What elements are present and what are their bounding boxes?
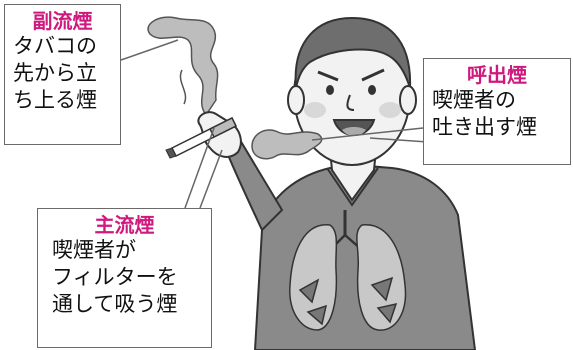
sidestream-title: 副流煙	[32, 9, 93, 33]
sidestream-smoke	[147, 16, 219, 117]
mainstream-smoke-label: 主流煙 喫煙者が フィルターを 通して吸う煙	[37, 208, 212, 348]
right-eyebrow	[361, 68, 385, 82]
sidestream-leader-line	[120, 39, 179, 61]
right-ear	[399, 85, 417, 115]
nose	[346, 94, 355, 111]
left-eyebrow	[317, 70, 339, 82]
sidestream-smoke-wisp	[179, 69, 187, 105]
mainstream-leader-line-2	[199, 149, 223, 209]
exhaled-leader-line-1	[311, 127, 424, 141]
exhaled-smoke-label: 呼出煙 喫煙者の 吐き出す煙	[423, 58, 571, 165]
mainstream-desc-line-1: 喫煙者が	[52, 238, 136, 262]
right-eye	[368, 85, 376, 95]
left-eye	[326, 85, 334, 95]
mainstream-title: 主流煙	[94, 213, 155, 237]
collar	[326, 167, 379, 207]
exhaled-desc-line-1: 喫煙者の	[432, 88, 516, 112]
cigarette	[165, 116, 238, 159]
sidestream-desc-line-3: ち上る煙	[13, 88, 97, 112]
right-cheek	[379, 102, 401, 118]
tongue	[342, 127, 366, 136]
exhaled-smoke	[251, 129, 323, 160]
mainstream-desc-line-3: 通して吸う煙	[52, 292, 178, 316]
sidestream-desc-line-1: タバコの	[13, 34, 97, 58]
exhaled-title: 呼出煙	[467, 63, 527, 87]
mainstream-leader-line-1	[184, 127, 215, 209]
exhaled-desc-line-2: 吐き出す煙	[432, 115, 537, 139]
mainstream-desc-line-2: フィルターを	[52, 265, 178, 289]
left-cheek	[304, 102, 326, 118]
sidestream-smoke-label: 副流煙 タバコの 先から立 ち上る煙	[4, 4, 121, 145]
hair	[294, 16, 412, 89]
sidestream-desc-line-2: 先から立	[13, 61, 97, 85]
left-ear	[287, 85, 305, 115]
lungs	[289, 210, 407, 331]
